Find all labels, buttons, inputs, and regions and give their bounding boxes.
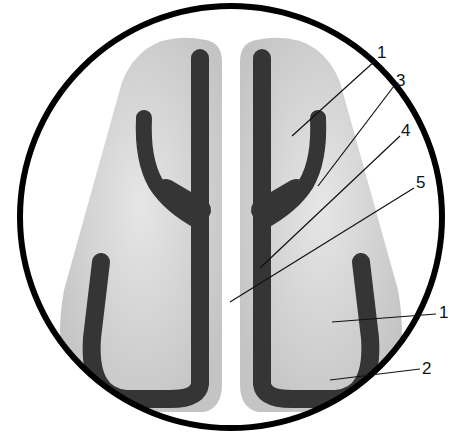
leader-line [230,188,414,302]
leader-lines [230,60,436,380]
leader-line [292,60,376,136]
callout-number: 1 [439,304,448,321]
leader-line [260,136,400,268]
callout-number: 2 [422,360,431,377]
callout-number: 5 [416,174,425,191]
right-nasal-cavity [240,38,402,412]
callout-number: 3 [396,72,405,89]
view-circle [20,6,442,428]
leader-line [318,86,394,186]
callout-number: 4 [401,122,410,139]
left-nasal-cavity [60,38,222,412]
callout-number: 1 [377,44,386,61]
leader-line [332,314,436,322]
leader-line [330,369,420,380]
